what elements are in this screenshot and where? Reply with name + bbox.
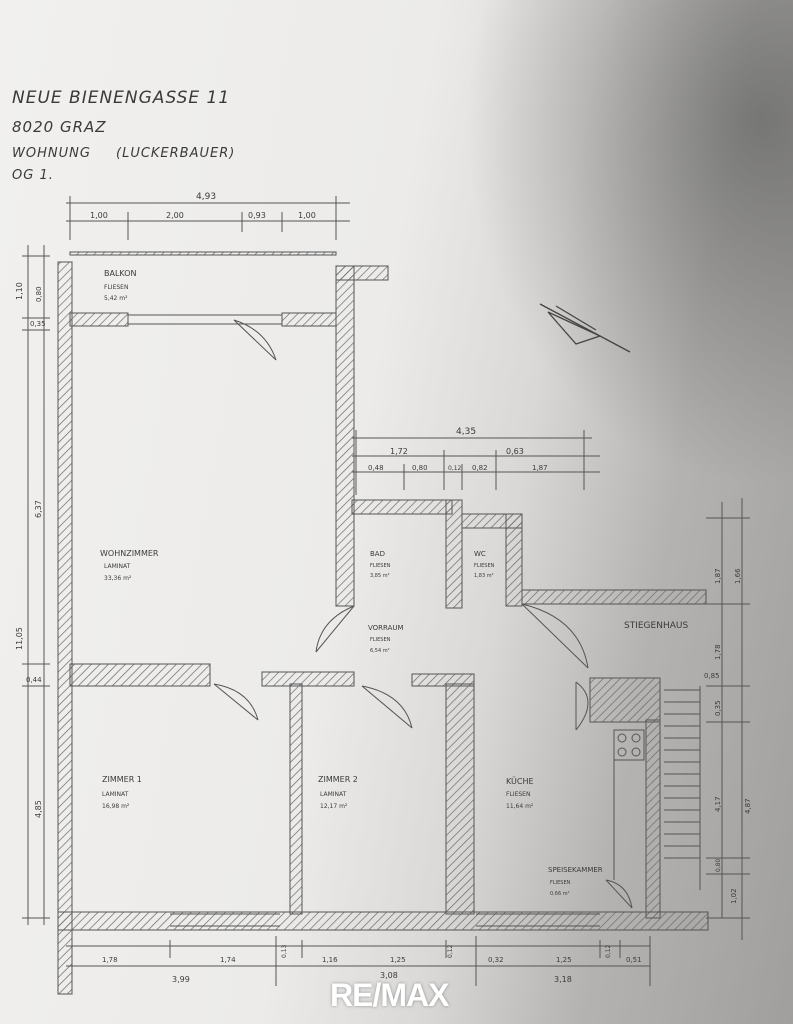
speisekammer-area: 0,66 m²: [550, 891, 570, 897]
remax-logo: RE/MAX: [330, 977, 449, 1013]
dim-right-1: 1,87: [714, 568, 722, 584]
wc-floor: FLIESEN: [474, 563, 495, 569]
balkon-name: BALKON: [104, 269, 137, 278]
zimmer1-name: ZIMMER 1: [102, 775, 142, 784]
dim-bottom-4: 1,16: [322, 956, 338, 964]
wc-area: 1,83 m²: [474, 573, 494, 579]
vorraum-name: VORRAUM: [368, 624, 404, 632]
dim-top-seg-2: 2,00: [166, 211, 184, 220]
dim-left-3: 0,35: [30, 320, 46, 328]
left-dimension-lines: [22, 245, 50, 925]
dim-bottom-9: 0,12: [605, 944, 612, 958]
right-dimension-lines: [706, 498, 750, 940]
balkon-area: 5,42 m²: [104, 295, 128, 302]
dim-left-2: 0,80: [35, 286, 43, 302]
dim-right-3: 1,78: [714, 644, 722, 660]
wohnzimmer-floor: LAMINAT: [104, 563, 131, 570]
dim-right-8: 0,80: [715, 858, 722, 872]
dim-bottom-total-3: 3,18: [554, 975, 572, 984]
dim-bottom-1: 1,78: [102, 956, 118, 964]
speisekammer-floor: FLIESEN: [550, 880, 571, 886]
dim-right-2: 1,66: [734, 568, 742, 584]
kueche-name: KÜCHE: [506, 776, 534, 786]
staircase: [664, 686, 701, 890]
dim-mid-upper-2: 0,63: [506, 447, 524, 456]
zimmer1-floor: LAMINAT: [102, 791, 129, 798]
dim-mid-lower-5: 1,87: [532, 464, 548, 472]
dim-mid-lower-3: 0,12: [448, 465, 462, 472]
dim-left-7: 4,85: [34, 800, 43, 818]
dim-bottom-6: 0,12: [447, 944, 454, 958]
dim-mid-lower-4: 0,82: [472, 464, 488, 472]
dim-bottom-3: 0,13: [281, 944, 288, 958]
zimmer2-name: ZIMMER 2: [318, 775, 358, 784]
dim-bottom-10: 0,51: [626, 956, 642, 964]
city-line: 8020 GRAZ: [12, 118, 107, 136]
stiegenhaus-label: STIEGENHAUS: [624, 621, 688, 631]
stove-icon: [613, 729, 645, 880]
mid-dimension-lines: [352, 430, 600, 495]
speisekammer-name: SPEISEKAMMER: [548, 866, 603, 874]
dim-bottom-5: 1,25: [390, 956, 406, 964]
dim-bottom-8: 1,25: [556, 956, 572, 964]
dim-bottom-total-1: 3,99: [172, 975, 190, 984]
dim-bottom-2: 1,74: [220, 956, 236, 964]
dim-right-5: 0,35: [714, 700, 722, 716]
floor-label: OG 1.: [12, 168, 54, 183]
dim-right-4: 0,85: [704, 672, 720, 680]
bad-name: BAD: [370, 550, 385, 558]
address-line: NEUE BIENENGASSE 11: [12, 88, 231, 108]
dim-left-6: 0,44: [26, 676, 42, 684]
vorraum-floor: FLIESEN: [370, 637, 391, 643]
dim-right-6: 4,17: [714, 796, 722, 812]
bad-floor: FLIESEN: [370, 563, 391, 569]
dim-top-seg-1: 1,00: [90, 211, 108, 220]
top-dimension-lines: [66, 196, 350, 240]
dim-top-seg-4: 1,00: [298, 211, 316, 220]
dim-top-seg-3: 0,93: [248, 211, 266, 220]
zimmer1-area: 16,98 m²: [102, 803, 130, 810]
wohnzimmer-area: 33,36 m²: [104, 575, 132, 582]
wc-name: WC: [474, 550, 486, 558]
bottom-dimension-lines: [66, 936, 651, 986]
dim-mid-lower-2: 0,80: [412, 464, 428, 472]
kueche-area: 11,64 m²: [506, 803, 534, 810]
balkon-floor: FLIESEN: [104, 284, 128, 291]
dim-bottom-7: 0,32: [488, 956, 504, 964]
zimmer2-floor: LAMINAT: [320, 791, 347, 798]
kueche-floor: FLIESEN: [506, 791, 530, 798]
dim-right-9: 1,02: [730, 888, 738, 904]
dim-left-1: 1,10: [15, 282, 24, 300]
dim-bottom-total-2: 3,08: [380, 971, 398, 980]
walls: [57, 251, 709, 995]
vorraum-area: 6,54 m²: [370, 648, 390, 654]
owner-label: (LUCKERBAUER): [116, 146, 236, 161]
zimmer2-area: 12,17 m²: [320, 803, 348, 810]
door-swings: [213, 319, 633, 909]
dim-mid-lower-1: 0,48: [368, 464, 384, 472]
north-arrow-icon: [539, 303, 631, 353]
dim-left-5: 11,05: [15, 627, 24, 650]
unit-label: WOHNUNG: [12, 146, 91, 161]
bad-area: 3,85 m²: [370, 573, 390, 579]
dim-right-7: 4,87: [744, 798, 752, 814]
dim-mid-total: 4,35: [456, 427, 476, 437]
windows: [128, 314, 600, 927]
dim-mid-upper-1: 1,72: [390, 447, 408, 456]
wohnzimmer-name: WOHNZIMMER: [100, 549, 159, 558]
dim-left-4: 6,37: [34, 500, 43, 518]
dim-top-total: 4,93: [196, 192, 216, 202]
